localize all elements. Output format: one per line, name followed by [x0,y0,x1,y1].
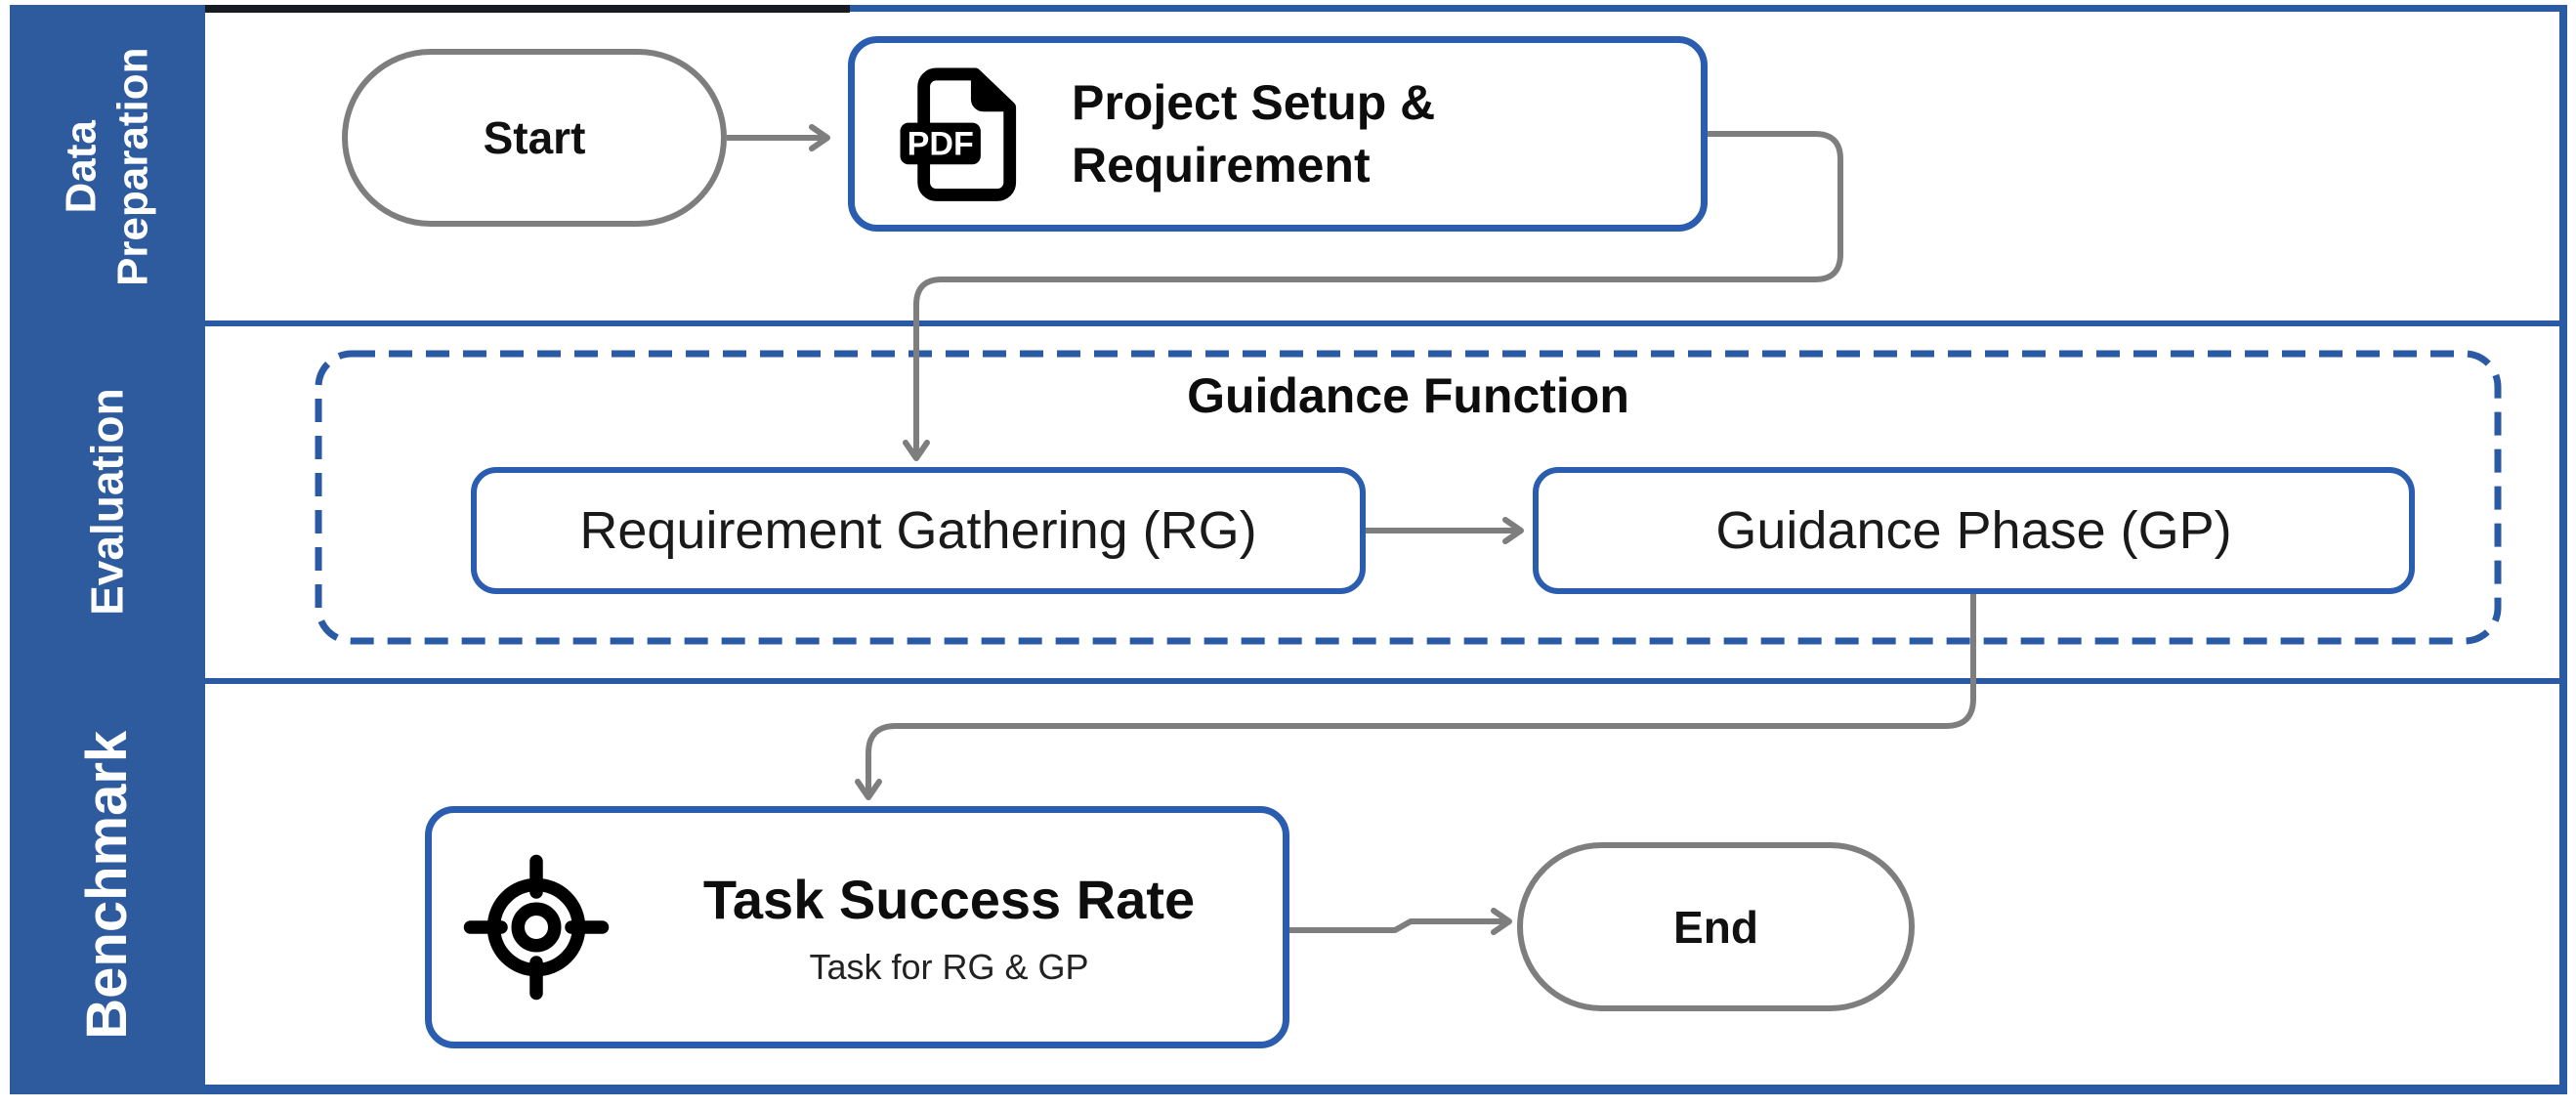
end-node: End [1517,842,1915,1011]
target-icon [463,854,610,1001]
task-success-rate-subtitle: Task for RG & GP [809,946,1089,987]
lane-label-benchmark: Benchmark [10,684,205,1087]
pdf-file-icon: PDF [892,64,1031,203]
project-setup-node: PDF Project Setup & Requirement [848,36,1708,232]
start-node: Start [342,49,727,227]
project-setup-label-line: Project Setup & [1072,75,1436,130]
top-edge-line [10,5,850,13]
lane-divider-1 [205,320,2567,326]
guidance-phase-label: Guidance Phase (GP) [1715,501,2232,560]
lane-label-evaluation: Evaluation [10,328,205,676]
project-setup-label-line: Requirement [1072,138,1371,192]
task-success-rate-node: Task Success Rate Task for RG & GP [425,806,1289,1048]
lane-label-line: Data [57,120,106,214]
requirement-gathering-label: Requirement Gathering (RG) [579,501,1257,560]
lane-label-line: Preparation [108,47,157,287]
guidance-phase-node: Guidance Phase (GP) [1533,467,2415,594]
lane-label-line: Evaluation [81,388,133,617]
end-label: End [1673,901,1758,953]
diagram-frame [10,5,2567,1094]
lane-divider-2 [205,678,2567,684]
guidance-function-title: Guidance Function [1187,368,1629,423]
lane-label-data-preparation: Data Preparation [10,12,205,322]
start-label: Start [483,112,586,163]
lane-label-line: Benchmark [75,731,140,1040]
lane-sidebar [10,5,205,1094]
task-success-rate-title: Task Success Rate [702,868,1196,930]
svg-text:PDF: PDF [908,125,974,162]
requirement-gathering-node: Requirement Gathering (RG) [471,467,1366,594]
